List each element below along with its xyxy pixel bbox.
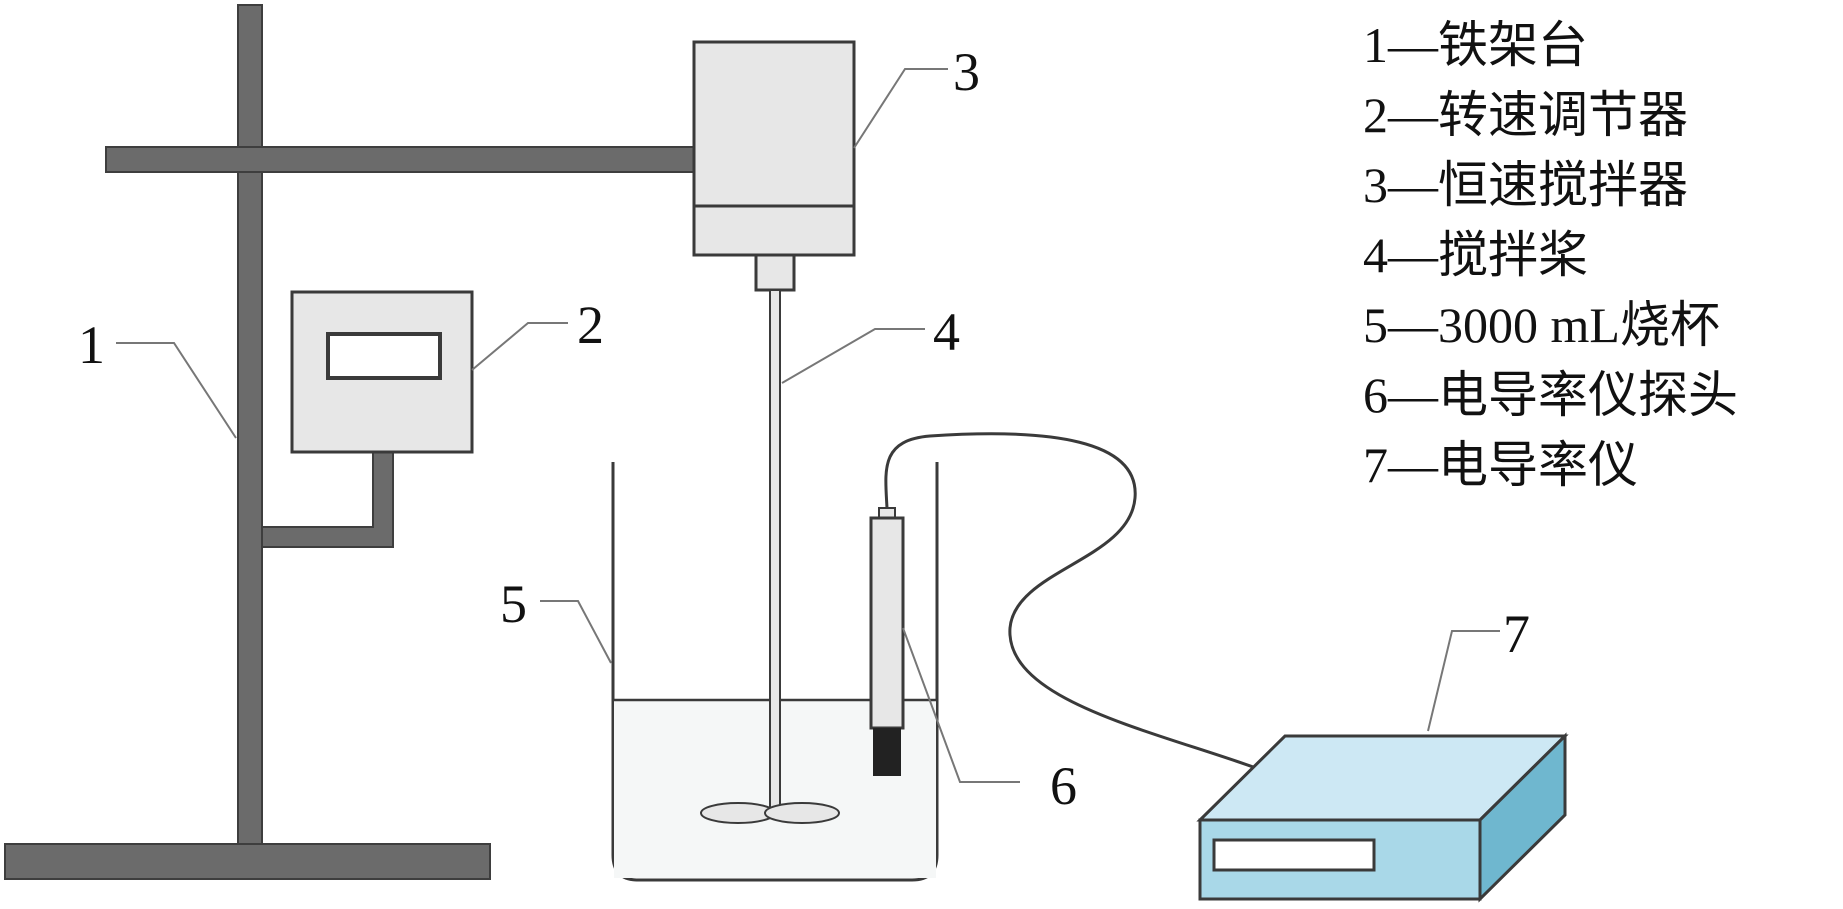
paddle-blade-left [700, 802, 776, 824]
legend: 1—铁架台 2—转速调节器 3—恒速搅拌器 4—搅拌桨 5—3000 mL烧杯 … [1363, 17, 1738, 493]
controller-bracket [261, 451, 394, 548]
legend-item-2: 2—转速调节器 [1363, 87, 1688, 143]
legend-item-4: 4—搅拌桨 [1363, 227, 1588, 283]
leader-5 [540, 600, 612, 664]
leader-7 [1427, 630, 1500, 732]
leader-4 [781, 328, 925, 384]
paddle-blade-right [764, 802, 840, 824]
conductivity-meter [1196, 732, 1569, 903]
leader-6 [902, 627, 1020, 783]
callout-numbers: 1 2 3 4 5 6 7 [78, 42, 1530, 816]
probe-body [869, 516, 905, 730]
legend-item-6: 6—电导率仪探头 [1363, 367, 1738, 423]
callout-2: 2 [577, 295, 604, 355]
legend-item-5: 5—3000 mL烧杯 [1363, 297, 1720, 353]
callout-3: 3 [953, 42, 980, 102]
controller-display [326, 332, 442, 380]
stand-base [4, 843, 491, 880]
callout-1: 1 [78, 315, 105, 375]
iron-stand [4, 4, 695, 880]
stand-horizontal-arm [105, 146, 695, 173]
legend-item-1: 1—铁架台 [1363, 17, 1588, 73]
stirrer-motor [692, 40, 856, 292]
paddle-shaft [769, 289, 781, 814]
callout-4: 4 [933, 302, 960, 362]
meter-display [1212, 838, 1376, 872]
stand-vertical-rod [237, 4, 263, 851]
legend-item-3: 3—恒速搅拌器 [1363, 157, 1688, 213]
leader-2 [471, 322, 568, 371]
stirrer-chuck [754, 253, 796, 292]
probe-cable [884, 432, 1257, 770]
stirring-paddle [700, 289, 840, 824]
probe-tip [873, 728, 901, 776]
stirrer-body [692, 40, 856, 257]
callout-6: 6 [1050, 756, 1077, 816]
leader-lines [116, 68, 1500, 783]
conductivity-probe [869, 432, 1257, 776]
speed-controller [290, 290, 474, 454]
callout-7: 7 [1503, 604, 1530, 664]
leader-1 [116, 342, 237, 439]
legend-item-7: 7—电导率仪 [1363, 437, 1638, 493]
callout-5: 5 [500, 574, 527, 634]
leader-3 [853, 68, 948, 149]
